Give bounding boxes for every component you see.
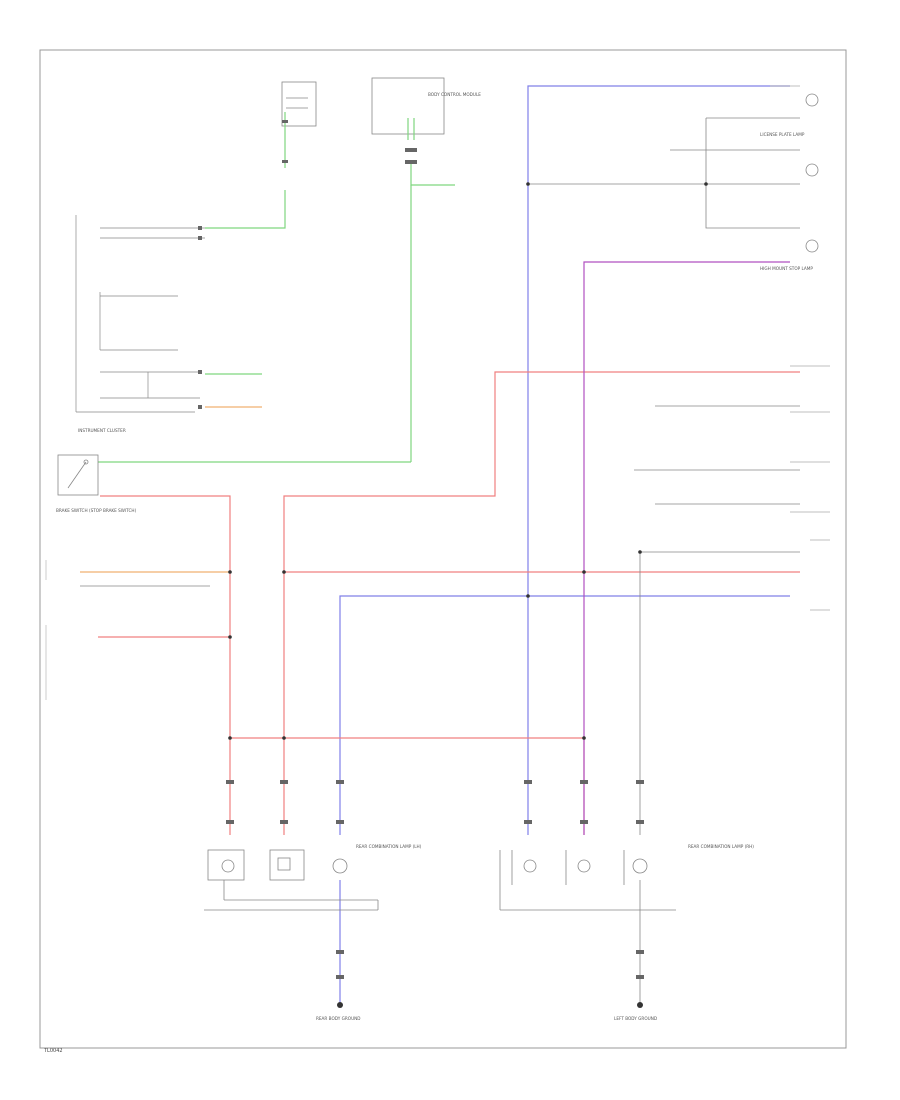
- body-control-label: BODY CONTROL MODULE: [428, 92, 481, 97]
- blue-wires: [339, 85, 790, 1005]
- rear-lamp-left: [207, 849, 348, 881]
- lamp-icon: [805, 93, 819, 107]
- bulb-icon: [577, 859, 591, 873]
- junction-dots: [228, 182, 708, 1008]
- bulb-icon: [632, 858, 648, 874]
- ground-label-left: REAR BODY GROUND: [316, 1016, 361, 1021]
- rear-lamp-right: [511, 850, 648, 885]
- instrument-cluster: [75, 215, 205, 413]
- bulb-icon: [221, 859, 235, 873]
- top-switch-group: [281, 81, 317, 127]
- bulb-icon: [523, 859, 537, 873]
- purple-wire: [583, 261, 790, 835]
- high-mount-label: HIGH MOUNT STOP LAMP: [760, 266, 813, 271]
- brake-switch: [57, 454, 99, 496]
- black-wires: [80, 117, 800, 1005]
- license-lamp-label: LICENSE PLATE LAMP: [760, 132, 805, 137]
- green-wires: [98, 112, 455, 463]
- lamp-icon: [805, 239, 819, 253]
- lamp-icon: [805, 163, 819, 177]
- right-lamps: [805, 93, 819, 253]
- bulb-icon: [332, 858, 348, 874]
- brake-switch-label: BRAKE SWITCH (STOP BRAKE SWITCH): [56, 508, 137, 513]
- instrument-cluster-label: INSTRUMENT CLUSTER: [78, 428, 126, 433]
- right-connectors: [770, 85, 830, 611]
- diagram-frame: [39, 49, 847, 1049]
- rear-combo-left-label: REAR COMBINATION LAMP (LH): [356, 844, 422, 849]
- rear-combo-right-label: REAR COMBINATION LAMP (RH): [688, 844, 754, 849]
- footer-code: TL0042: [43, 1048, 63, 1054]
- ground-label-right: LEFT BODY GROUND: [614, 1016, 657, 1021]
- connector-pins: [198, 120, 644, 979]
- red-wires: [98, 371, 800, 835]
